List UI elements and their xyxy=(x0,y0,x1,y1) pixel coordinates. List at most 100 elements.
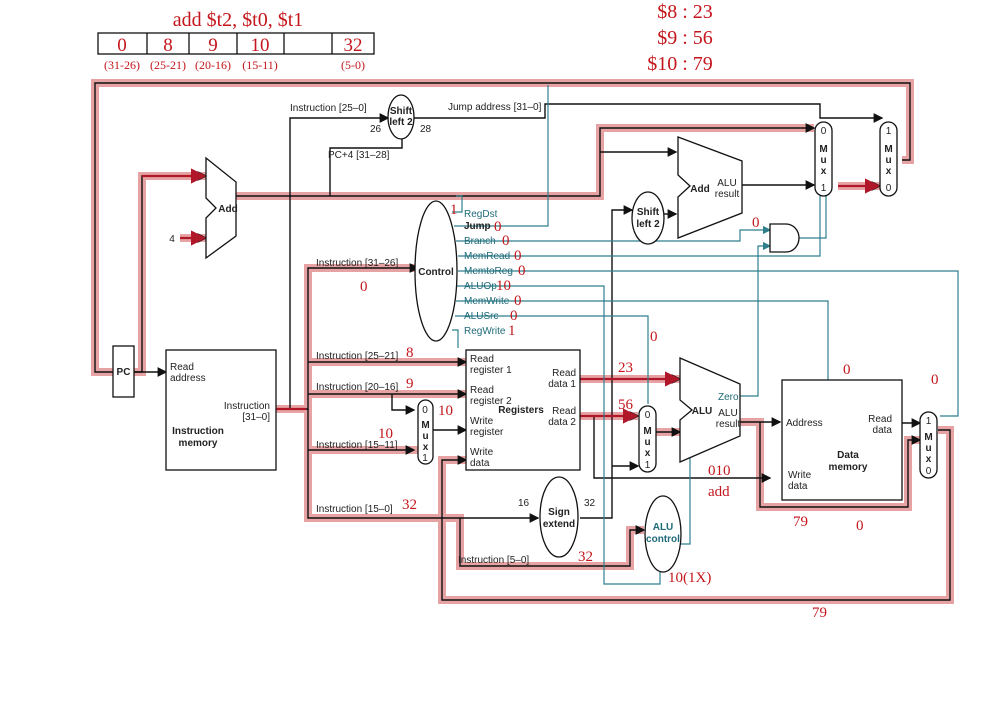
ann-read-data-2: 56 xyxy=(618,397,634,413)
reg-read-data1-b: data 1 xyxy=(548,379,576,390)
value-branch: 0 xyxy=(502,233,510,249)
ann-read-data-1: 23 xyxy=(618,360,633,376)
label-instr-15-11: Instruction [15–11] xyxy=(316,440,398,451)
branch-mux-x: x xyxy=(821,166,827,177)
ann-memtoreg: 0 xyxy=(931,372,939,388)
reg-read-data2-b: data 2 xyxy=(548,417,576,428)
jump-mux-x: x xyxy=(886,166,892,177)
sign-extend-label-2: extend xyxy=(543,519,575,530)
ann-rt-mux: 10 xyxy=(378,426,393,442)
jump-mux-input1: 1 xyxy=(886,126,892,137)
instruction-memory: Read address Instruction [31–0] Instruct… xyxy=(165,349,277,471)
value-memread: 0 xyxy=(514,248,522,264)
alusrc-mux-input0: 0 xyxy=(645,410,651,421)
label-instr-5-0: Instruction [5–0] xyxy=(458,555,529,566)
field-rd: 10 xyxy=(251,35,270,56)
ann-alu-op-name: add xyxy=(708,484,730,500)
label-jump-address: Jump address [31–0] xyxy=(448,102,542,113)
registers-title: Registers xyxy=(498,405,544,416)
alusrc-mux-u: u xyxy=(644,437,650,448)
signal-branch: Branch xyxy=(464,236,496,247)
reg-write-reg-a: Write xyxy=(470,416,494,427)
label-bits-16: 16 xyxy=(518,498,530,509)
bit-range-opcode: (31-26) xyxy=(104,58,140,72)
reg-read-reg2-b: register 2 xyxy=(470,396,512,407)
main-alu: ALU Zero ALU result xyxy=(679,357,741,463)
alu-label: ALU xyxy=(692,406,713,417)
dmem-write-label-1: Write xyxy=(788,470,812,481)
reg-read-data1-a: Read xyxy=(552,368,576,379)
label-bits-26: 26 xyxy=(370,124,382,135)
sign-extend-label-1: Sign xyxy=(548,507,570,518)
regdst-mux-u: u xyxy=(422,431,428,442)
ann-funct-to-aluctl: 32 xyxy=(578,549,593,565)
ann-opcode: 0 xyxy=(360,279,368,295)
branch-mux-input1: 1 xyxy=(821,183,827,194)
label-instr-20-16: Instruction [20–16] xyxy=(316,382,398,393)
label-bits-32: 32 xyxy=(584,498,596,509)
shift-branch-label-1: Shift xyxy=(637,207,660,218)
alu-result-label-2: result xyxy=(716,419,741,430)
value-regwrite: 1 xyxy=(508,323,516,339)
memtoreg-mux-x: x xyxy=(926,454,932,465)
branch-mux-m: M xyxy=(819,144,827,155)
label-instr-15-0: Instruction [15–0] xyxy=(316,504,393,515)
regdst-mux-input1: 1 xyxy=(422,453,428,464)
memtoreg-mux: 1 M u x 0 xyxy=(919,411,938,479)
alu-control: ALU control xyxy=(644,495,682,573)
control-wires xyxy=(452,85,959,585)
alusrc-mux-x: x xyxy=(645,448,651,459)
bit-range-rs: (25-21) xyxy=(150,58,186,72)
signal-jump: Jump xyxy=(464,221,491,232)
shift-jump-label-1: Shift xyxy=(390,106,413,117)
data-memory: Address Read data Write data Data memory xyxy=(781,379,903,501)
value-aluop: 10 xyxy=(496,278,511,294)
imem-bits-label: [31–0] xyxy=(242,412,270,423)
branch-and-gate xyxy=(769,223,800,253)
memtoreg-mux-m: M xyxy=(924,432,932,443)
ann-alusrc: 0 xyxy=(650,329,658,345)
signal-alusrc: ALUSrc xyxy=(464,311,498,322)
shift-left-2-jump: Shift left 2 xyxy=(387,94,415,140)
ann-rt: 9 xyxy=(406,376,414,392)
label-instr-25-0: Instruction [25–0] xyxy=(290,103,367,114)
signal-regwrite: RegWrite xyxy=(464,326,506,337)
dmem-title-2: memory xyxy=(829,462,868,473)
alu-control-label-1: ALU xyxy=(653,522,674,533)
label-instr-31-26: Instruction [31–26] xyxy=(316,258,398,269)
jump-mux-input0: 0 xyxy=(886,183,892,194)
pc-adder-label: Add xyxy=(218,204,237,215)
control-unit: Control xyxy=(414,200,458,342)
reg-write-data-a: Write xyxy=(470,447,494,458)
ann-aluop-to-aluctl: 10(1X) xyxy=(668,570,711,586)
label-bits-28: 28 xyxy=(420,124,432,135)
reg-read-reg1-b: register 1 xyxy=(470,365,512,376)
regdst-mux-m: M xyxy=(421,420,429,431)
jump-mux-u: u xyxy=(885,155,891,166)
control-signals: RegDst Jump Branch MemRead MemtoReg ALUO… xyxy=(450,202,526,339)
reg-write-reg-b: register xyxy=(470,427,504,438)
constant-four: 4 xyxy=(169,234,175,245)
signal-memread: MemRead xyxy=(464,251,510,262)
register-value-9: $9 : 56 xyxy=(657,27,713,49)
register-value-8: $8 : 23 xyxy=(657,1,713,23)
instruction-encoding: add $t2, $t0, $t1 0 8 9 10 32 (31-26) (2… xyxy=(97,9,375,72)
instruction-asm: add $t2, $t0, $t1 xyxy=(173,9,304,31)
register-values: $8 : 23 $9 : 56 $10 : 79 xyxy=(647,1,713,75)
register-file: Read register 1 Read register 2 Write re… xyxy=(465,349,581,471)
ann-write-back: 79 xyxy=(812,605,827,621)
ann-alu-op-code: 010 xyxy=(708,463,731,479)
ann-funct: 32 xyxy=(402,497,417,513)
pc-register: PC xyxy=(112,345,135,398)
label-pc4: PC+4 [31–28] xyxy=(328,150,390,161)
field-rt: 9 xyxy=(208,35,218,56)
jump-mux: 1 M u x 0 xyxy=(879,121,898,197)
imem-instruction-label: Instruction xyxy=(224,401,270,412)
bit-range-funct: (5-0) xyxy=(341,58,365,72)
shift-left-2-branch: Shift left 2 xyxy=(631,191,665,245)
reg-write-data-b: data xyxy=(470,458,490,469)
value-memwrite: 0 xyxy=(514,293,522,309)
signal-memtoreg: MemtoReg xyxy=(464,266,513,277)
dmem-read-label-2: data xyxy=(873,425,893,436)
